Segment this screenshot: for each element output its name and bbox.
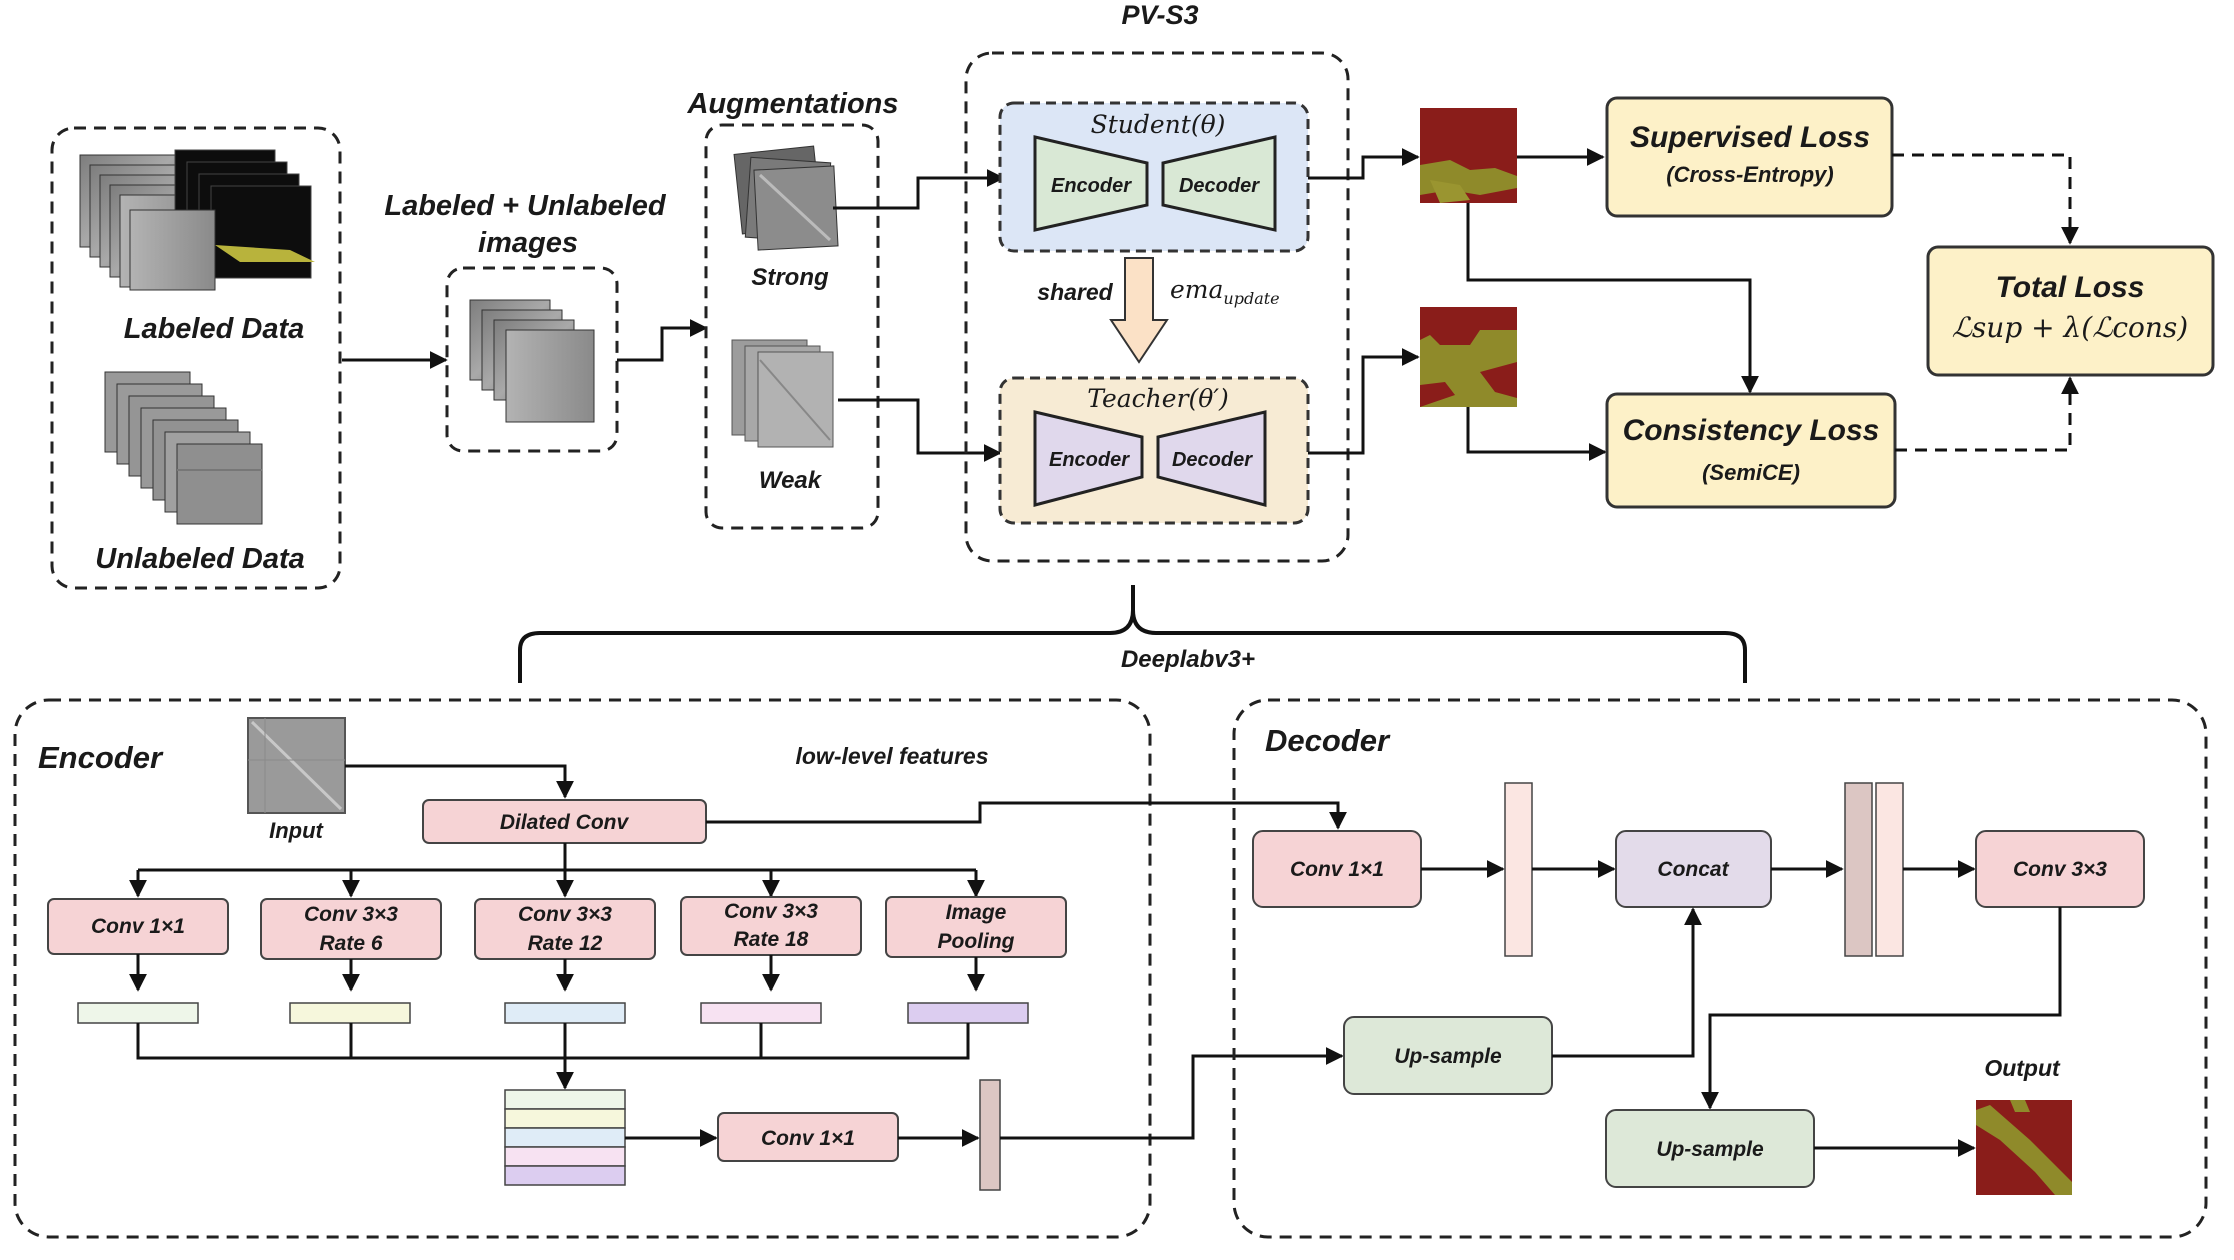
dilated-conv-label: Dilated Conv — [500, 811, 630, 834]
concat-label: Concat — [1657, 858, 1729, 881]
feature-bar-3 — [504, 1002, 626, 1024]
teacher-prediction-mask — [1420, 307, 1517, 407]
aspp-concat-stack — [504, 1089, 626, 1186]
consistency-loss-subtitle: (SemiCE) — [1702, 460, 1800, 485]
combined-images-stack — [469, 299, 595, 423]
deeplab-bracket — [518, 585, 1747, 683]
feature-bar-4 — [700, 1002, 822, 1024]
upsample-1-label: Up-sample — [1394, 1045, 1502, 1068]
deeplabv3-label: Deeplabv3+ — [1121, 646, 1255, 673]
augmentations-panel — [704, 123, 880, 530]
decoder-conv3x3-label: Conv 3×3 — [2013, 858, 2107, 881]
arrow-strong-to-student — [833, 169, 1005, 210]
supervised-loss-title: Supervised Loss — [1630, 121, 1870, 154]
svg-text:Pooling: Pooling — [938, 930, 1015, 953]
arrow-upsample-to-concat — [1552, 907, 1702, 1058]
output-label: Output — [1984, 1055, 2061, 1081]
weak-augmentation-stack — [731, 339, 834, 448]
teacher-title: Teacher(θ′) — [1087, 384, 1229, 413]
feature-merge-line — [136, 1023, 970, 1060]
encoder-conv1x1-label: Conv 1×1 — [761, 1127, 855, 1150]
encoder-title: Encoder — [38, 740, 164, 775]
arrow-weak-to-teacher — [838, 398, 1002, 462]
consistency-loss-title: Consistency Loss — [1623, 414, 1880, 447]
svg-text:Conv 1×1: Conv 1×1 — [91, 915, 185, 938]
upsample-2-label: Up-sample — [1656, 1138, 1764, 1161]
teacher-encoder-shape — [1033, 410, 1144, 507]
teacher-encoder-label: Encoder — [1049, 449, 1130, 471]
arrow-consistency-to-total — [1895, 376, 2079, 452]
arrow-low-level-to-decoder — [706, 801, 1347, 830]
svg-text:Conv 3×3: Conv 3×3 — [724, 900, 818, 923]
encoder-output-feature — [979, 1079, 1001, 1191]
arrow-teacher-to-consistency — [1466, 407, 1607, 461]
svg-text:Image: Image — [946, 901, 1007, 924]
decoder-conv1x1-label: Conv 1×1 — [1290, 858, 1384, 881]
decoder-title: Decoder — [1265, 723, 1391, 758]
combined-images-label-line1: Labeled + Unlabeled — [384, 190, 667, 222]
ema-update-arrow — [1109, 257, 1169, 364]
feature-bar-2 — [289, 1002, 411, 1024]
combined-images-label-line2: images — [478, 227, 578, 259]
pv-s3-panel — [964, 51, 1350, 563]
teacher-decoder-shape — [1156, 410, 1267, 507]
arrow-input-to-dilated — [345, 764, 574, 799]
decoder-panel — [1232, 698, 2208, 1239]
arrow-teacher-to-prediction — [1308, 348, 1420, 455]
svg-text:Conv 3×3: Conv 3×3 — [518, 903, 612, 926]
input-image — [247, 717, 346, 814]
aspp-branch-conv1x1: Conv 1×1 — [47, 898, 229, 955]
student-encoder-label: Encoder — [1051, 175, 1132, 197]
unlabeled-images-stack — [104, 371, 263, 525]
feature-bar-1 — [77, 1002, 199, 1024]
supervised-loss-subtitle: (Cross-Entropy) — [1666, 162, 1833, 187]
arrow-conv3x3-to-upsample — [1701, 907, 2062, 1110]
feature-bar-5 — [907, 1002, 1029, 1024]
student-encoder-shape — [1033, 135, 1149, 232]
low-level-feature-bar — [1504, 782, 1533, 957]
unlabeled-data-label: Unlabeled Data — [95, 543, 305, 575]
arrow-combined-to-augmentations — [617, 319, 708, 362]
student-title: Student(θ) — [1091, 110, 1226, 139]
ema-label: emaupdate — [1170, 275, 1280, 308]
arrow-supervised-to-total — [1892, 153, 2079, 245]
low-level-features-label: low-level features — [795, 743, 988, 769]
labeled-data-label: Labeled Data — [124, 313, 305, 345]
weak-label: Weak — [759, 467, 823, 494]
shared-label: shared — [1037, 279, 1113, 305]
arrow-encoder-to-upsample — [1000, 1047, 1344, 1140]
svg-text:Rate 18: Rate 18 — [734, 928, 809, 951]
concat-feature-bar-1 — [1844, 782, 1873, 957]
student-prediction-mask — [1420, 108, 1517, 203]
concat-feature-bar-2 — [1875, 782, 1904, 957]
data-panel — [50, 126, 342, 590]
aspp-branch-rate12: Conv 3×3 Rate 12 — [474, 898, 656, 960]
consistency-loss-box — [1605, 392, 1897, 509]
strong-label: Strong — [751, 264, 829, 291]
aspp-branch-image-pooling: Image Pooling — [885, 896, 1067, 958]
teacher-decoder-label: Decoder — [1172, 449, 1253, 471]
supervised-loss-box — [1605, 96, 1894, 218]
labeled-masks-stack — [129, 149, 315, 291]
svg-text:Rate 6: Rate 6 — [319, 932, 382, 955]
strong-augmentation-stack — [733, 145, 839, 251]
total-loss-title: Total Loss — [1996, 271, 2145, 304]
svg-text:Conv 3×3: Conv 3×3 — [304, 903, 398, 926]
output-mask — [1976, 1100, 2072, 1195]
arrow-student-to-consistency — [1466, 203, 1759, 394]
total-loss-formula: ℒsup + λ(ℒcons) — [1952, 311, 2188, 344]
student-decoder-shape — [1161, 135, 1277, 232]
aspp-branch-rate6: Conv 3×3 Rate 6 — [260, 898, 442, 960]
total-loss-box — [1926, 245, 2215, 377]
arrow-student-to-prediction — [1308, 148, 1420, 180]
pv-s3-title: PV-S3 — [1121, 0, 1198, 30]
student-decoder-label: Decoder — [1179, 175, 1260, 197]
svg-text:Rate 12: Rate 12 — [528, 932, 603, 955]
aspp-branch-rate18: Conv 3×3 Rate 18 — [680, 896, 862, 956]
augmentations-title: Augmentations — [686, 88, 898, 120]
input-label: Input — [269, 818, 324, 843]
combined-images-panel — [445, 266, 619, 453]
